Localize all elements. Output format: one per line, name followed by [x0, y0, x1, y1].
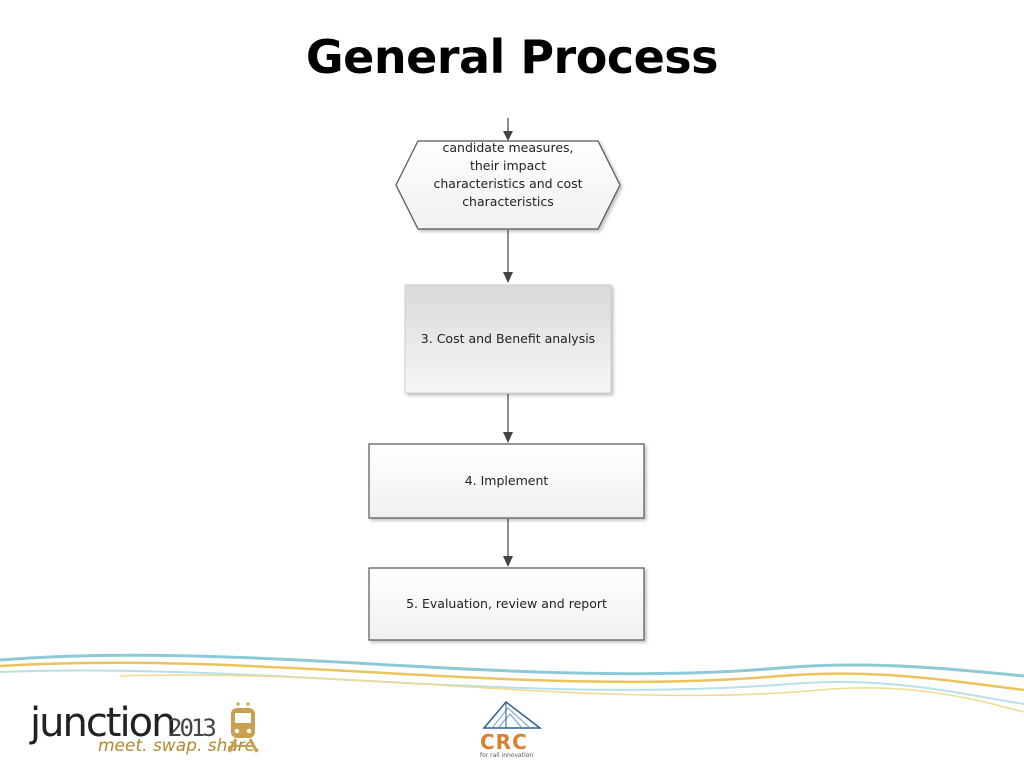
input-line-2: their impact — [469, 158, 547, 173]
crc-subtitle: for rail innovation — [480, 752, 534, 759]
crc-logo: CRC for rail innovation — [474, 696, 554, 764]
crc-roof-icon — [482, 700, 543, 729]
step3-label: 3. Cost and Benefit analysis — [420, 331, 596, 346]
train-icon — [227, 702, 259, 753]
junction-tagline: meet. swap. share. — [98, 736, 261, 756]
connector-step4-to-step5 — [503, 519, 513, 567]
input-hexagon — [395, 140, 621, 230]
connector-top — [503, 118, 513, 141]
slide-title: General Process — [305, 30, 719, 84]
step4-box — [368, 443, 645, 519]
junction-wordmark: junction — [30, 700, 176, 746]
connector-step3-to-step4 — [503, 394, 513, 443]
step4-label: 4. Implement — [464, 473, 549, 488]
input-line-3: characteristics and cost — [433, 176, 583, 191]
step5-box — [368, 567, 645, 641]
junction-logo: junction 2013 meet. swap. share. — [30, 700, 270, 760]
input-hexagon-text: candidate measures, their impact charact… — [418, 140, 598, 229]
input-line-4: characteristics — [462, 194, 554, 209]
step5-label: 5. Evaluation, review and report — [406, 596, 607, 611]
junction-year: 2013 — [168, 714, 217, 742]
crc-letters: CRC — [480, 730, 528, 754]
input-line-1: candidate measures, — [442, 140, 574, 155]
connector-input-to-step3 — [503, 230, 513, 283]
footer-swoosh — [0, 653, 1024, 713]
step3-box — [404, 284, 612, 394]
